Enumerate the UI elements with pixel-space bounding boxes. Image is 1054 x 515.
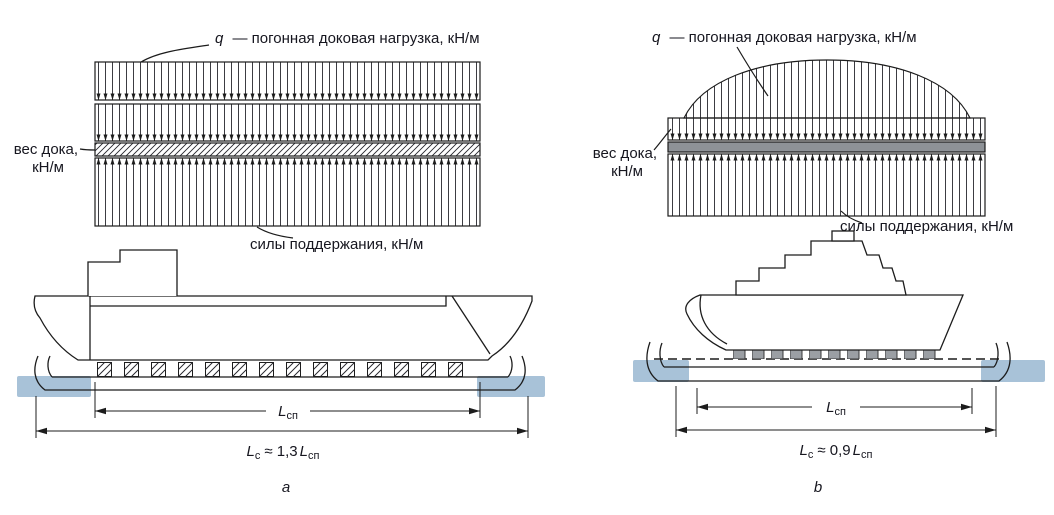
support-forces-label-b: силы поддержания, кН/м <box>840 218 1013 235</box>
buoyancy-band-a <box>94 157 481 227</box>
dim-arrow-a <box>36 427 47 435</box>
ext-lines-inner-b <box>696 388 973 414</box>
q-load-label-b: q — погонная доковая нагрузка, кН/м <box>652 29 917 46</box>
dock-pontoon-a <box>34 355 526 391</box>
load-diagram-b: q — погонная доковая нагрузка, кН/м вес … <box>593 29 1014 235</box>
q-load-label-a: q — погонная доковая нагрузка, кН/м <box>215 30 480 47</box>
keel-blocks-row-b <box>733 349 941 359</box>
dim-arrow-a <box>95 407 106 415</box>
water-left-b <box>633 360 689 382</box>
ship-section-b <box>633 230 1045 382</box>
weight-leader-a <box>79 148 96 151</box>
hull-bow-line-b <box>699 294 728 345</box>
dim-arrow-b <box>961 403 972 411</box>
down-arrows-row-b <box>668 128 985 140</box>
dock-wall-left-b <box>659 342 665 368</box>
load-diagram-a: q — погонная доковая нагрузка, кН/м вес … <box>14 30 481 253</box>
hull-b <box>685 294 964 351</box>
weight-leader-b <box>653 128 672 151</box>
dim-arrow-b <box>985 426 996 434</box>
hull-a <box>33 295 533 361</box>
up-arrows-row-a <box>95 158 480 170</box>
dock-girder-strip-a <box>94 142 481 157</box>
superstructure-a <box>87 249 178 296</box>
dock-weight-label-b: вес дока, кН/м <box>593 145 661 180</box>
ext-lines-inner-a <box>94 382 481 418</box>
water-left-a <box>17 376 91 397</box>
dock-wall-left-a <box>47 355 53 378</box>
down-arrows-row-a1 <box>95 88 480 100</box>
q-leader-a <box>140 44 210 63</box>
dock-wall-right-b <box>993 342 999 368</box>
water-right-a <box>477 376 545 397</box>
hull-deck-line-a <box>90 296 447 307</box>
dim-arrow-b <box>676 426 687 434</box>
q-leader-b <box>736 46 769 97</box>
caption-b: b <box>814 479 822 496</box>
dim-label-inner-b: Lсп <box>826 399 846 418</box>
buoyancy-band-b <box>667 153 986 217</box>
hull-bow-line-a <box>451 295 491 355</box>
dim-arrow-a <box>517 427 528 435</box>
q-load-band-a <box>94 61 481 101</box>
support-forces-label-a: силы поддержания, кН/м <box>250 236 423 253</box>
ext-lines-outer-b <box>675 386 997 437</box>
up-arrows-row-b <box>668 154 985 166</box>
dock-wall-right-a <box>507 355 513 378</box>
q-load-curve-b <box>683 59 971 119</box>
dock-girder-strip-b <box>667 141 986 153</box>
keel-blocks-row-a <box>97 362 473 377</box>
caption-a: a <box>282 479 290 496</box>
dock-weight-band-a <box>94 103 481 142</box>
water-right-b <box>981 360 1045 382</box>
superstructure-b <box>735 240 907 296</box>
down-arrows-row-a2 <box>95 129 480 141</box>
ship-section-a <box>17 249 545 397</box>
support-leader-a <box>256 226 294 239</box>
dim-arrow-a <box>469 407 480 415</box>
dock-pontoon-b <box>646 341 1011 382</box>
dim-label-inner-a: Lсп <box>278 403 298 422</box>
dim-arrow-b <box>697 403 708 411</box>
dock-weight-label-a: вес дока, кН/м <box>14 141 82 176</box>
bridge-top-b <box>831 230 855 242</box>
support-leader-b <box>840 210 863 224</box>
